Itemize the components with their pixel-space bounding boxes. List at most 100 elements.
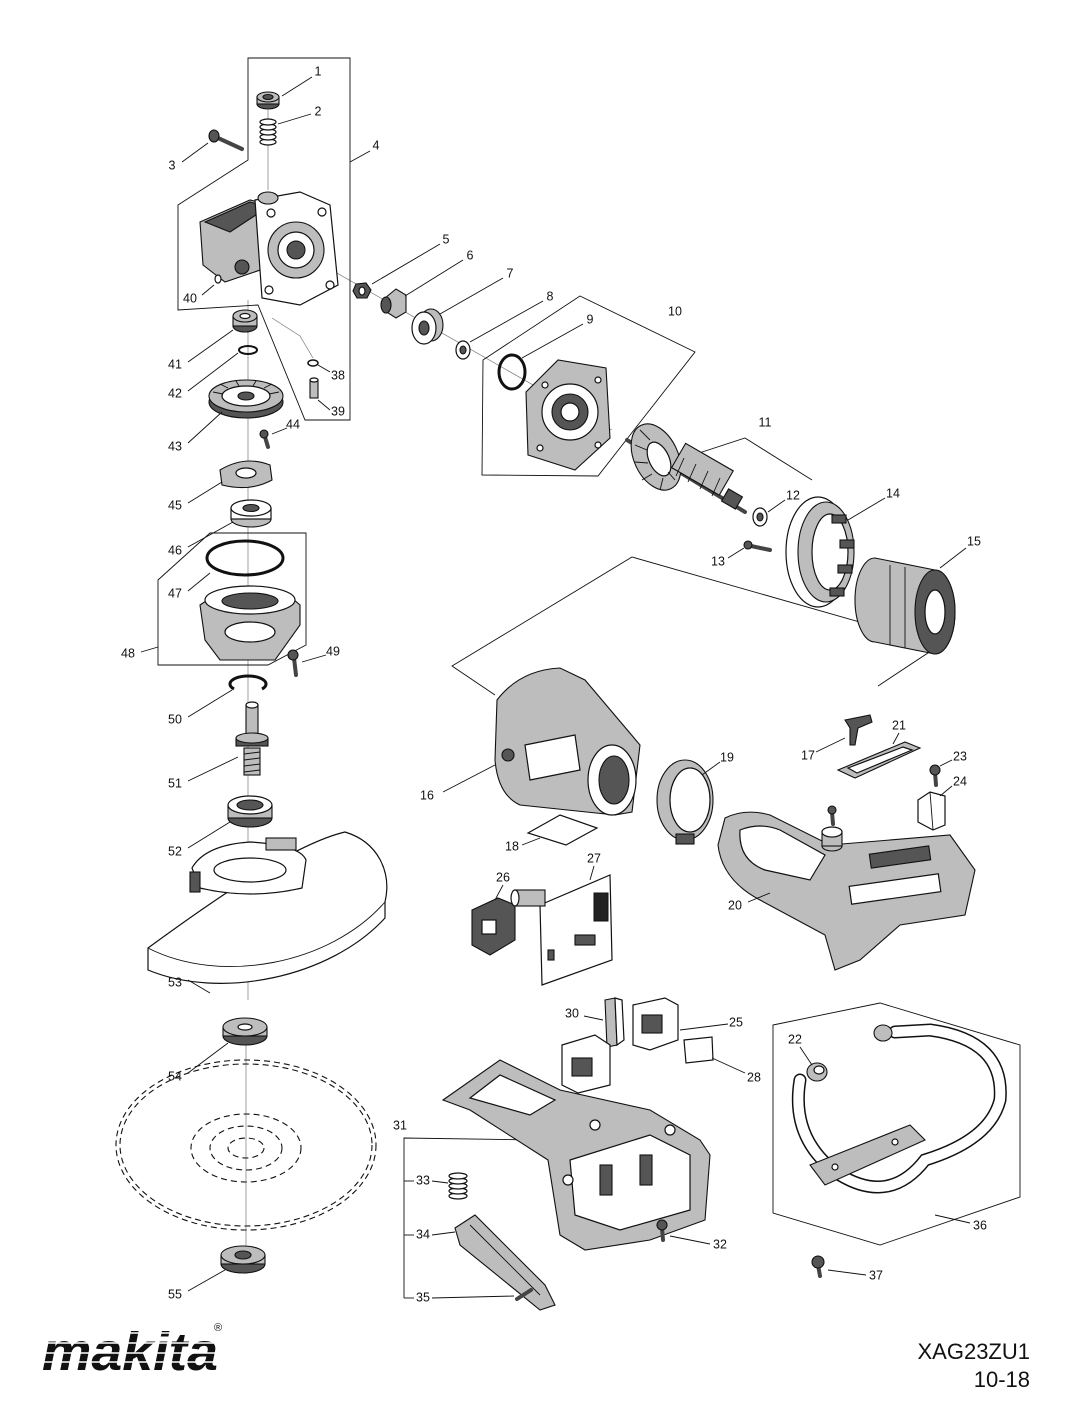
part-30 bbox=[583, 997, 625, 1048]
grinding-wheel-outline bbox=[115, 1059, 377, 1231]
part-label-1: 1 bbox=[315, 64, 322, 78]
part-label-45: 45 bbox=[168, 498, 182, 512]
part-19 bbox=[656, 759, 721, 845]
part-label-2: 2 bbox=[315, 104, 322, 118]
makita-logo: makita ® bbox=[38, 1322, 224, 1382]
part-44 bbox=[259, 427, 288, 449]
leader-line-50 bbox=[187, 689, 233, 718]
part-48-bearing-box bbox=[140, 585, 301, 661]
part-12 bbox=[752, 499, 786, 527]
leader-line-49 bbox=[301, 654, 327, 663]
part-31-housing bbox=[441, 1059, 711, 1251]
leader-line-27 bbox=[589, 865, 595, 881]
leader-line-37 bbox=[827, 1269, 867, 1276]
part-label-3: 3 bbox=[169, 158, 176, 172]
part-43-bevel-gear bbox=[187, 379, 284, 444]
part-label-11: 11 bbox=[759, 415, 772, 429]
part-label-31: 31 bbox=[393, 1118, 407, 1132]
part-label-44: 44 bbox=[286, 417, 300, 431]
leader-line-23 bbox=[939, 759, 953, 767]
bracket-group-31 bbox=[403, 1137, 541, 1298]
leader-line-40 bbox=[201, 284, 215, 296]
part-47 bbox=[187, 539, 285, 592]
part-label-19: 19 bbox=[720, 750, 734, 764]
part-17 bbox=[815, 714, 873, 753]
part-35 bbox=[431, 1288, 533, 1301]
bracket-group-11 bbox=[692, 437, 813, 481]
part-53-wheel-guard bbox=[147, 831, 388, 994]
part-label-26: 26 bbox=[496, 870, 510, 884]
part-label-22: 22 bbox=[788, 1032, 802, 1046]
part-label-33: 33 bbox=[416, 1173, 430, 1187]
part-54 bbox=[187, 1017, 268, 1074]
part-label-38: 38 bbox=[331, 368, 345, 382]
leader-line-8 bbox=[469, 300, 544, 343]
part-2 bbox=[259, 113, 312, 146]
part-26 bbox=[471, 884, 516, 956]
bracket-group-48 bbox=[157, 532, 307, 666]
leader-line-43 bbox=[187, 411, 223, 444]
leader-line-21 bbox=[892, 732, 900, 745]
part-label-6: 6 bbox=[467, 248, 474, 262]
group-brackets bbox=[157, 57, 1021, 1298]
part-5 bbox=[352, 243, 441, 299]
leader-line-13 bbox=[727, 547, 745, 559]
part-11-armature bbox=[625, 423, 747, 514]
leader-line-17 bbox=[815, 737, 846, 753]
part-label-20: 20 bbox=[728, 898, 742, 912]
logo-wordmark: makita bbox=[42, 1322, 218, 1382]
part-22 bbox=[799, 1046, 828, 1082]
part-41 bbox=[187, 309, 258, 363]
part-9 bbox=[497, 323, 584, 391]
part-label-41: 41 bbox=[168, 357, 182, 371]
part-label-51: 51 bbox=[168, 776, 182, 790]
leader-line-51 bbox=[187, 756, 239, 782]
leader-line-48 bbox=[140, 646, 159, 653]
terminal-holder-lower bbox=[561, 1034, 611, 1094]
part-label-4: 4 bbox=[373, 138, 380, 152]
part-10 bbox=[525, 359, 611, 471]
leader-line-28 bbox=[711, 1057, 746, 1074]
bracket-group-16 bbox=[451, 556, 942, 696]
part-18 bbox=[521, 814, 599, 846]
part-label-13: 13 bbox=[711, 554, 725, 568]
part-49 bbox=[287, 649, 327, 677]
part-14 bbox=[785, 496, 886, 608]
part-7 bbox=[411, 277, 504, 345]
part-label-34: 34 bbox=[416, 1227, 430, 1241]
part-20-handle-housing bbox=[717, 805, 976, 971]
axis-line-38 bbox=[271, 317, 314, 359]
part-label-10: 10 bbox=[668, 304, 682, 318]
part-label-15: 15 bbox=[967, 534, 981, 548]
part-label-37: 37 bbox=[869, 1268, 883, 1282]
part-4-gear-housing bbox=[199, 150, 371, 306]
part-25 bbox=[632, 997, 729, 1051]
part-label-40: 40 bbox=[183, 291, 197, 305]
part-32 bbox=[656, 1219, 711, 1245]
leader-line-14 bbox=[847, 497, 886, 521]
part-label-42: 42 bbox=[168, 386, 182, 400]
leader-line-3 bbox=[181, 142, 209, 163]
leader-line-52 bbox=[187, 821, 231, 849]
leader-line-33 bbox=[431, 1180, 449, 1184]
part-label-16: 16 bbox=[420, 788, 434, 802]
part-label-53: 53 bbox=[168, 975, 182, 989]
part-23 bbox=[929, 759, 953, 787]
part-number-labels: 1 2 3 4 5 6 7 8 9 10 11 12 13 14 15 16 1… bbox=[121, 64, 987, 1304]
part-label-18: 18 bbox=[505, 839, 519, 853]
leader-line-55 bbox=[187, 1269, 226, 1292]
part-6 bbox=[380, 259, 464, 319]
part-label-54: 54 bbox=[168, 1069, 182, 1083]
part-33 bbox=[431, 1172, 468, 1200]
leader-line-19 bbox=[701, 761, 721, 776]
model-number: XAG23ZU1 bbox=[918, 1339, 1031, 1364]
bracket-group-4 bbox=[177, 57, 351, 421]
part-label-46: 46 bbox=[168, 543, 182, 557]
revision-date: 10-18 bbox=[974, 1367, 1030, 1392]
part-label-32: 32 bbox=[713, 1237, 727, 1251]
leader-line-22 bbox=[799, 1046, 813, 1066]
leader-line-5 bbox=[371, 243, 441, 285]
leader-line-9 bbox=[521, 323, 584, 359]
leader-line-15 bbox=[939, 547, 967, 569]
leader-line-39 bbox=[317, 399, 331, 411]
